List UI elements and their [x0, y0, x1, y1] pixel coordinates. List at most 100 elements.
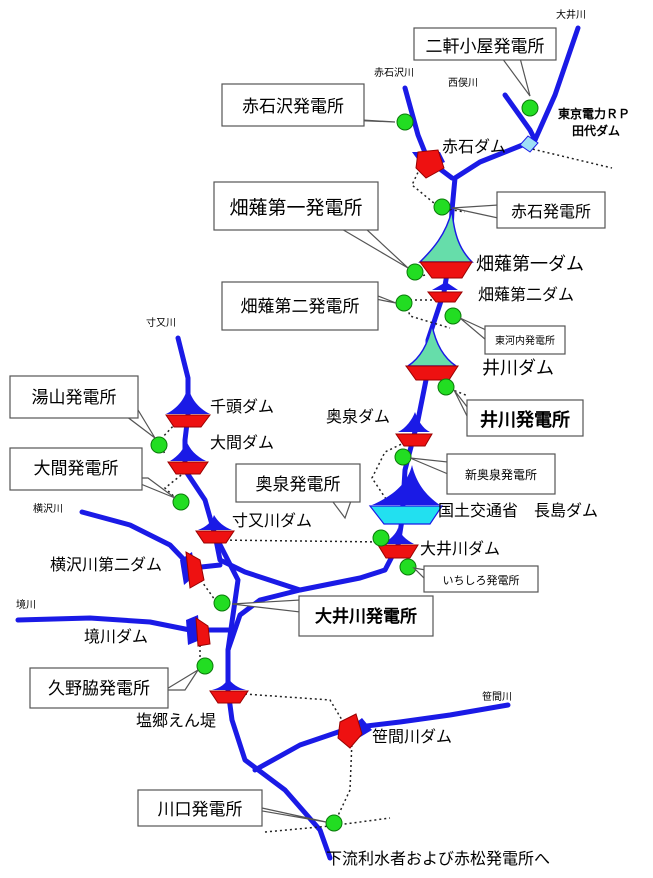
label-river-sakai: 境川 [16, 598, 36, 611]
label-ps-kawaguchi: 川口発電所 [158, 800, 243, 820]
oigawa-dam-marker [377, 544, 419, 559]
ps-dot-ikawa [437, 378, 455, 396]
label-dam-sasamagawa: 笹間川ダム [372, 727, 452, 746]
callout-nikenkoya: 二軒小屋発電所 [413, 27, 557, 97]
callout-hatanagi2: 畑薙第二発電所 [221, 281, 397, 331]
label-dam-nagashima: 国土交通省 長島ダム [438, 501, 598, 520]
hatanagi1-dam-marker [419, 261, 473, 279]
label-river-nishimata: 西俣川 [448, 76, 478, 89]
ps-dot-higashikochi [444, 307, 462, 325]
okuizumi-dam-marker [395, 433, 433, 447]
ps-dot-hatanagi1 [406, 263, 424, 281]
label-ps-hatanagi2: 畑薙第二発電所 [241, 297, 360, 317]
label-dam-yokosawa2: 横沢川第二ダム [50, 555, 162, 574]
label-dam-hatanagi1: 畑薙第一ダム [476, 254, 584, 275]
conduit-oma [163, 471, 186, 503]
label-dam-sentou: 千頭ダム [210, 397, 274, 416]
ps-dot-oigawa [213, 594, 231, 612]
label-dam-oigawa: 大井川ダム [420, 539, 500, 558]
river-sunmata-link [212, 532, 241, 653]
label-dam-akaishi: 赤石ダム [442, 137, 506, 156]
tashiro-dam-marker [519, 135, 539, 153]
ps-dot-ichishiro [399, 558, 417, 576]
label-dam-sakaigawa: 境川ダム [84, 627, 148, 646]
conduit-sasama-kawaguchi [334, 739, 353, 823]
label-dam-hatanagi2: 畑薙第二ダム [478, 285, 574, 304]
label-ps-oigawa: 大井川発電所 [315, 606, 417, 627]
label-river-sunmata: 寸又川 [146, 316, 176, 329]
power-station-dots [150, 99, 539, 832]
hatanagi1-reservoir [418, 209, 474, 263]
sentou-dam-marker [165, 414, 211, 428]
callout-kawaguchi: 川口発電所 [137, 789, 327, 827]
callout-hatanagi1: 畑薙第一発電所 [213, 181, 409, 269]
akaishi-dam-marker [415, 149, 445, 179]
label-downstream: 下流利水者および赤松発電所へ [326, 849, 550, 868]
hatanagi2-reservoir [432, 282, 458, 290]
hatanagi2-dam-marker [426, 291, 463, 303]
ps-dot-oma [172, 493, 190, 511]
ps-dot-okuizumi [394, 448, 412, 466]
conduit-tashiro [527, 147, 613, 169]
conduit-sunmata-okuizumi [214, 539, 386, 543]
okuizumi-reservoir [398, 412, 430, 432]
label-ps-nikenkoya: 二軒小屋発電所 [426, 37, 545, 57]
sasamagawa-dam-marker [337, 713, 363, 749]
label-dam-ikawa: 井川ダム [482, 358, 554, 379]
callout-yuyama: 湯山発電所 [9, 375, 156, 439]
ps-dot-kunowaki [196, 657, 214, 675]
label-ps-kunowaki: 久野脇発電所 [48, 679, 150, 699]
callout-akaishisawa: 赤石沢発電所 [221, 83, 396, 127]
label-tepco-line2: 田代ダム [572, 123, 620, 138]
sentou-reservoir [166, 385, 210, 414]
callout-kunowaki: 久野脇発電所 [29, 667, 199, 709]
dams [165, 135, 539, 749]
sakaigawa-dam-marker [195, 617, 211, 647]
label-river-sasama: 笹間川 [482, 690, 512, 703]
label-river-yokosawa: 横沢川 [33, 502, 63, 515]
dam-labels: 東京電力ＲＰ 田代ダム 赤石ダム 畑薙第一ダム 畑薙第二ダム 井川ダム 奥泉ダム… [50, 106, 630, 746]
label-ps-oma: 大間発電所 [34, 459, 119, 479]
ps-dot-kawaguchi [325, 814, 343, 832]
label-ps-yuyama: 湯山発電所 [32, 388, 117, 408]
label-dam-oma: 大間ダム [210, 433, 274, 452]
callout-oigawa: 大井川発電所 [231, 595, 434, 637]
shiogo-dam-marker [209, 690, 249, 704]
ps-dot-nikenkoya [521, 99, 539, 117]
callout-okuizumi: 奥泉発電所 [235, 463, 361, 520]
river-sasama [252, 702, 511, 773]
ps-dot-akaishisawa [396, 113, 414, 131]
label-ps-hatanagi1: 畑薙第一発電所 [229, 197, 362, 219]
label-ps-ichishiro: いちしろ発電所 [443, 573, 520, 587]
oma-reservoir [170, 440, 206, 461]
label-ps-okuizumi: 奥泉発電所 [256, 475, 341, 495]
label-dam-okuizumi: 奥泉ダム [326, 407, 390, 426]
callout-oma: 大間発電所 [9, 447, 176, 499]
oma-dam-marker [167, 461, 209, 475]
sunmatagawa-dam-marker [195, 530, 235, 544]
callout-ikawa: 井川発電所 [453, 389, 584, 437]
nagashima-dam-marker [368, 505, 444, 525]
label-ps-ikawa: 井川発電所 [480, 409, 570, 431]
callout-shinokuizumi: 新奥泉発電所 [409, 453, 556, 495]
conduit-shiogo [229, 692, 346, 726]
conduit-akaishi-1 [411, 167, 466, 213]
ps-dot-akaishi [433, 198, 451, 216]
label-ps-higashikochi: 東河内発電所 [495, 334, 555, 347]
river-labels: 大井川 赤石沢川 西俣川 寸又川 横沢川 境川 笹間川 [16, 8, 586, 703]
callout-higashikochi: 東河内発電所 [459, 317, 566, 355]
callout-ichishiro: いちしろ発電所 [412, 565, 539, 593]
label-ps-akaishisawa: 赤石沢発電所 [242, 97, 344, 117]
label-dam-sunmatagawa: 寸又川ダム [232, 511, 312, 530]
sunmatagawa-reservoir [198, 515, 232, 530]
shiogo-reservoir [212, 678, 246, 690]
ikawa-reservoir [405, 324, 459, 367]
label-ps-akaishi: 赤石発電所 [511, 202, 591, 221]
nagashima-reservoir [372, 465, 440, 505]
label-tepco-line1: 東京電力ＲＰ [558, 106, 630, 121]
callout-akaishi: 赤石発電所 [451, 191, 606, 229]
ps-dot-nakagawane [372, 529, 390, 547]
label-dam-shiogo: 塩郷えん堤 [136, 711, 216, 730]
oigawa-reservoir [382, 528, 414, 544]
ikawa-dam-marker [405, 365, 459, 381]
